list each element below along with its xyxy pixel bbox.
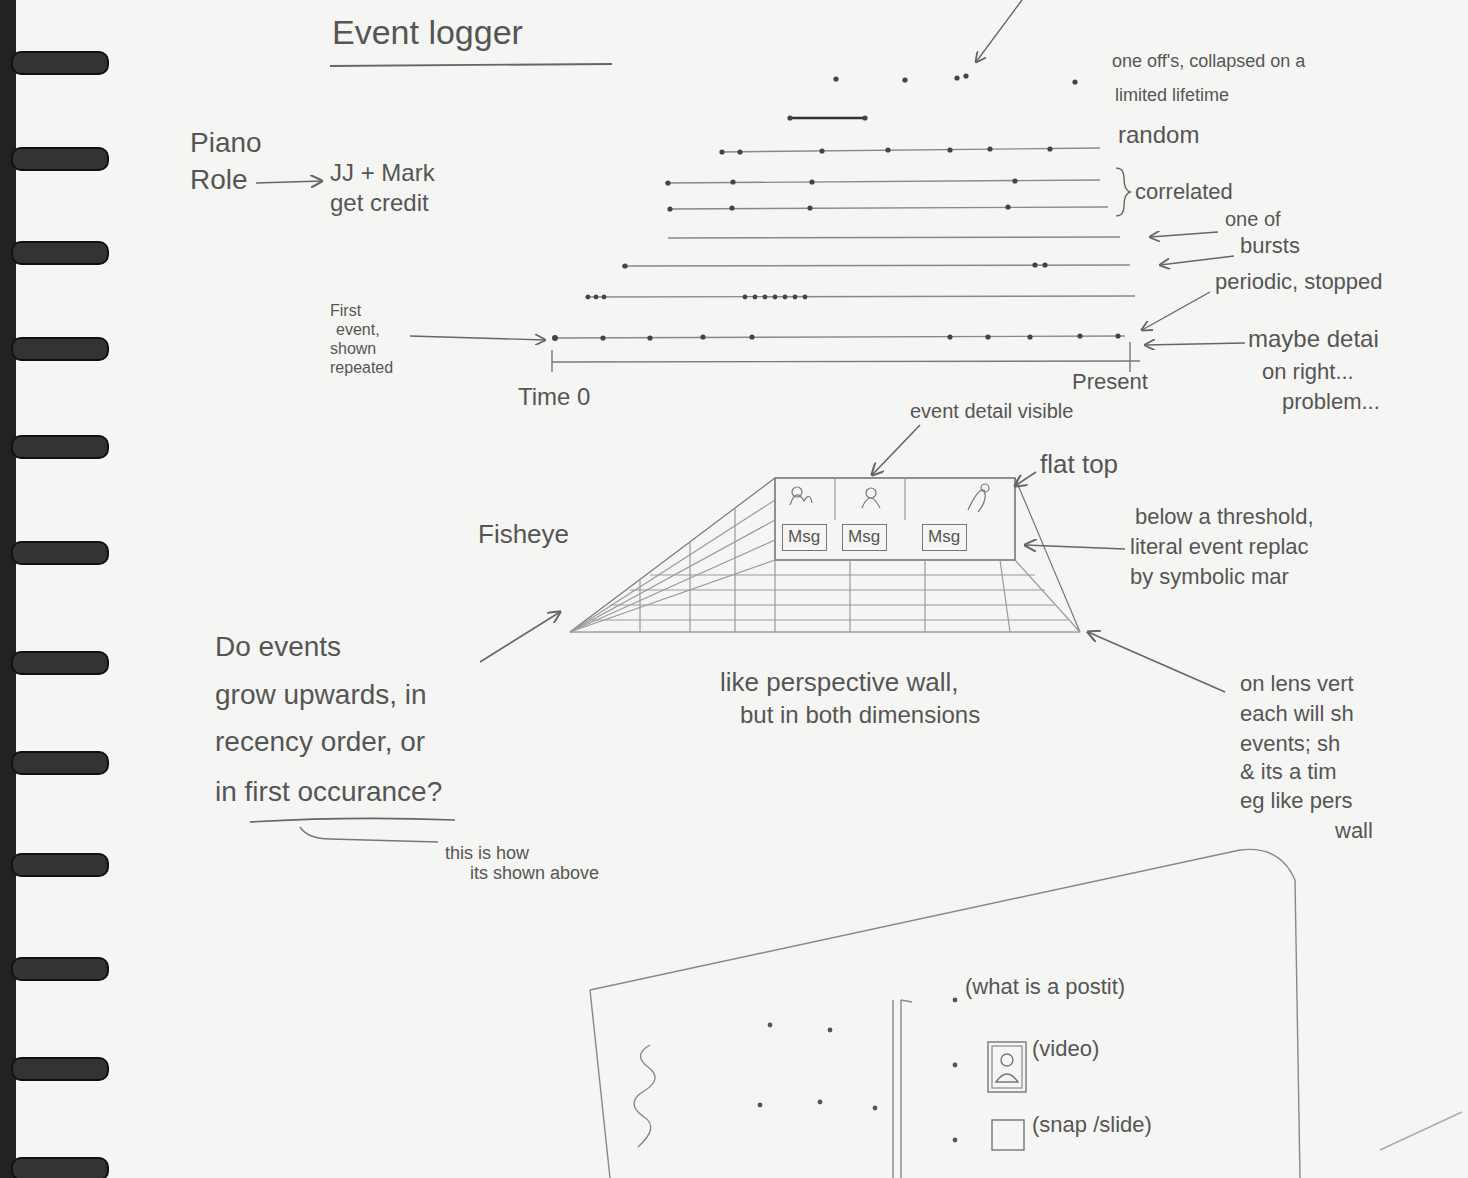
sketch-title: Event logger [332,14,523,51]
spiral-binding [0,0,108,1178]
note-text: event detail visible [910,400,1073,422]
leader-line [300,827,438,842]
leader-arrow [256,181,322,183]
note-text: one of [1225,208,1281,230]
note-text: maybe detai [1248,326,1379,352]
note-text: JJ + Mark [330,160,435,186]
note-text: on right... [1262,360,1354,384]
note-text: correlated [1135,180,1233,204]
note-text: recency order, or [215,727,425,758]
panel-sketch [634,998,1462,1178]
note-text: repeated [330,359,393,377]
fisheye-sketch [480,425,1225,692]
note-text: event, [336,321,380,339]
note-text: limited lifetime [1115,86,1229,106]
note-text: this is how [445,844,529,864]
note-text: Present [1072,370,1148,394]
underline [330,64,612,66]
sketch-panel: (what is a postit) (video) (snap /slide) [580,845,1310,1178]
note-text: & its a tim [1240,760,1337,784]
message-cell: Msg [782,524,827,551]
note-text: in first occurance? [215,777,442,808]
note-text: shown [330,340,376,358]
note-text: flat top [1040,450,1118,479]
note-text: periodic, stopped [1215,270,1383,294]
note-text: Do events [215,632,341,663]
note-text: problem... [1282,390,1380,414]
note-text: get credit [330,190,429,216]
cell-text: Msg [788,528,821,547]
note-text: below a threshold, [1135,505,1314,529]
note-text: random [1118,122,1199,148]
note-text: literal event replac [1130,535,1309,559]
panel-outline [580,845,1310,1178]
panel-entry: (snap /slide) [1032,1113,1152,1137]
note-text: one off's, collapsed on a [1112,52,1305,72]
cell-text: Msg [848,528,881,547]
message-cell: Msg [922,524,967,551]
note-text: Fisheye [478,520,569,549]
message-cell: Msg [842,524,887,551]
note-text: wall [1335,819,1373,843]
note-text: each will sh [1240,702,1354,726]
underline [250,818,455,822]
panel-entry: (what is a postit) [965,975,1125,999]
note-text: by symbolic mar [1130,565,1289,589]
note-text: First [330,302,361,320]
cell-text: Msg [928,528,961,547]
note-text: its shown above [470,864,599,884]
note-text: on lens vert [1240,672,1354,696]
note-text: events; sh [1240,732,1340,756]
note-text: grow upwards, in [215,680,427,711]
note-text: like perspective wall, [720,668,958,697]
note-text: but in both dimensions [740,702,980,728]
note-text: Piano [190,128,262,159]
note-text: Role [190,165,248,196]
note-text: Time 0 [518,384,590,410]
note-text: eg like pers [1240,789,1353,813]
note-text: bursts [1240,234,1300,258]
panel-entry: (video) [1032,1037,1099,1061]
